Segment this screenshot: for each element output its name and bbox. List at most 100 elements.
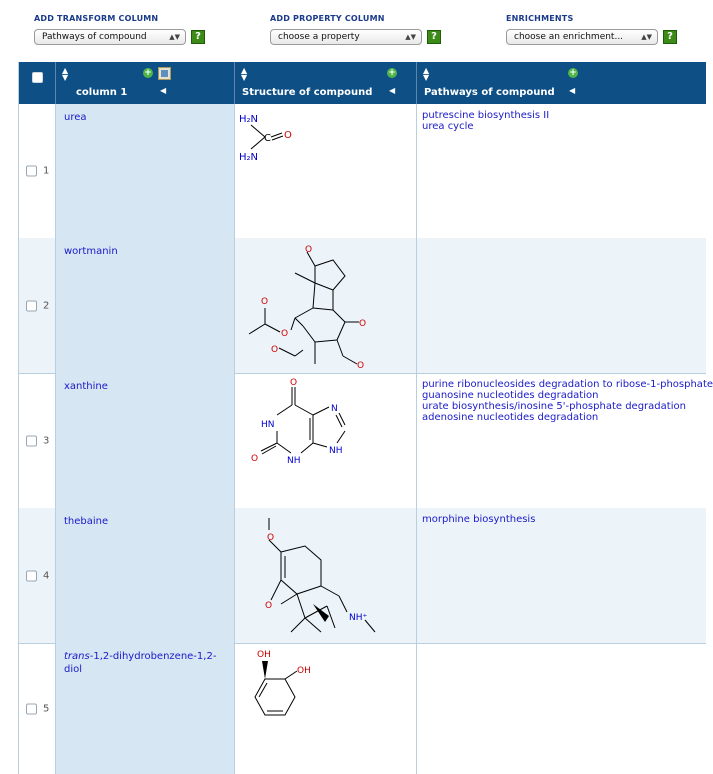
property-column-group: ADD PROPERTY COLUMN choose a property ▲▼…	[270, 14, 441, 45]
compound-name-cell: trans-1,2-dihydrobenzene-1,2-diol	[56, 643, 235, 774]
compound-link[interactable]: wortmanin	[64, 246, 118, 257]
row-checkbox[interactable]	[26, 570, 37, 581]
row-checkbox[interactable]	[26, 165, 37, 177]
results-table: ▲▼ column 1 + ◀ ▲▼ Structure of compound…	[18, 62, 713, 774]
select-all-checkbox[interactable]	[32, 72, 43, 83]
structure-cell: O O O O O O	[235, 238, 417, 373]
pathway-link[interactable]: morphine biosynthesis	[422, 514, 536, 525]
pathway-link[interactable]: putrescine biosynthesis II	[422, 110, 550, 121]
table-row: 5 trans-1,2-dihydrobenzene-1,2-diol OH O…	[19, 643, 706, 774]
collapse-left-icon[interactable]: ◀	[160, 86, 167, 95]
table-row: 4 thebaine	[19, 508, 706, 644]
atom-label: O	[357, 361, 364, 371]
table-row: 1 urea H₂N C O H₂N putrescine biosynthes…	[19, 104, 706, 239]
atom-label: O	[305, 245, 312, 255]
collapse-left-icon[interactable]: ◀	[389, 86, 396, 95]
atom-label: C	[264, 133, 271, 144]
urea-structure-image: H₂N C O H₂N	[239, 114, 292, 163]
compound-link[interactable]: xanthine	[64, 381, 108, 392]
compound-name-cell: xanthine	[56, 373, 235, 508]
row-number: 1	[43, 165, 50, 177]
compound-name-cell: wortmanin	[56, 238, 235, 373]
add-column-icon[interactable]: +	[387, 68, 397, 78]
diol-structure-image: OH OH	[254, 650, 311, 716]
atom-label: H₂N	[239, 152, 258, 163]
enrichments-group: ENRICHMENTS choose an enrichment... ▲▼ ?	[506, 14, 677, 45]
atom-label: OH	[257, 650, 271, 660]
atom-label: OH	[297, 666, 311, 676]
collapse-left-icon[interactable]: ◀	[569, 86, 576, 95]
select-arrows-icon: ▲▼	[169, 33, 180, 41]
atom-label: NH⁺	[349, 613, 368, 623]
atom-label: O	[271, 345, 278, 355]
compound-name-cell: thebaine	[56, 508, 235, 643]
pathway-link[interactable]: urea cycle	[422, 121, 474, 132]
pathways-cell	[417, 238, 706, 373]
help-icon[interactable]: ?	[663, 30, 677, 44]
compound-link[interactable]: trans-1,2-dihydrobenzene-1,2-diol	[64, 651, 216, 675]
add-column-icon[interactable]: +	[143, 68, 153, 78]
thebaine-structure-image: O O NH⁺	[265, 518, 376, 633]
atom-label: O	[265, 601, 272, 611]
compound-name-text: -1,2-dihydrobenzene-1,2-diol	[64, 651, 217, 675]
atom-label: H₂N	[239, 114, 258, 125]
structure-cell: O O NH⁺	[235, 508, 417, 643]
transform-column-value: Pathways of compound	[42, 32, 147, 42]
column-header-1[interactable]: ▲▼ column 1 + ◀	[56, 62, 235, 104]
wortmanin-structure-image: O O O O O O	[248, 245, 366, 371]
row-number: 4	[43, 570, 50, 581]
row-select-cell: 1	[19, 104, 56, 238]
sort-icon[interactable]: ▲▼	[423, 66, 430, 82]
edit-column-icon[interactable]	[158, 67, 171, 80]
row-select-cell: 2	[19, 238, 56, 373]
row-checkbox[interactable]	[26, 703, 37, 714]
select-arrows-icon: ▲▼	[405, 33, 416, 41]
column-header-pathways[interactable]: ▲▼ Pathways of compound + ◀	[417, 62, 706, 104]
row-number: 3	[43, 435, 50, 446]
pathways-cell: putrescine biosynthesis II urea cycle	[417, 104, 706, 238]
column-header-structure[interactable]: ▲▼ Structure of compound + ◀	[235, 62, 417, 104]
atom-label: O	[290, 378, 297, 388]
pathway-link[interactable]: urate biosynthesis/inosine 5'-phosphate …	[422, 401, 686, 412]
sort-icon[interactable]: ▲▼	[62, 66, 69, 82]
atom-label: O	[281, 329, 288, 339]
atom-label: HN	[261, 420, 275, 430]
pathways-cell: morphine biosynthesis	[417, 508, 706, 643]
transform-column-select[interactable]: Pathways of compound ▲▼	[34, 29, 186, 45]
row-number: 5	[43, 703, 50, 714]
xanthine-structure-image: O HN N O NH NH	[251, 378, 346, 466]
select-arrows-icon: ▲▼	[641, 33, 652, 41]
property-column-value: choose a property	[278, 32, 360, 42]
sort-icon[interactable]: ▲▼	[241, 66, 248, 82]
property-column-label: ADD PROPERTY COLUMN	[270, 14, 385, 23]
enrichments-label: ENRICHMENTS	[506, 14, 574, 23]
column-header-label: Pathways of compound	[424, 87, 555, 98]
row-select-cell: 4	[19, 508, 56, 643]
compound-link[interactable]: urea	[64, 112, 87, 123]
property-column-select[interactable]: choose a property ▲▼	[270, 29, 422, 45]
header-select-all	[19, 62, 56, 104]
atom-label: O	[251, 454, 258, 464]
structure-cell: O HN N O NH NH	[235, 373, 417, 508]
enrichment-select[interactable]: choose an enrichment... ▲▼	[506, 29, 658, 45]
atom-label: N	[331, 404, 338, 414]
enrichment-value: choose an enrichment...	[514, 32, 624, 42]
pathway-link[interactable]: guanosine nucleotides degradation	[422, 390, 599, 401]
toolbar: ADD TRANSFORM COLUMN Pathways of compoun…	[0, 0, 705, 60]
pathway-link[interactable]: adenosine nucleotides degradation	[422, 412, 599, 423]
compound-name-cell: urea	[56, 104, 235, 238]
atom-label: O	[359, 319, 366, 329]
table-row: 3 xanthine	[19, 373, 713, 509]
add-column-icon[interactable]: +	[568, 68, 578, 78]
row-select-cell: 5	[19, 643, 56, 774]
help-icon[interactable]: ?	[427, 30, 441, 44]
row-checkbox[interactable]	[26, 435, 37, 446]
compound-link[interactable]: thebaine	[64, 516, 109, 527]
help-icon[interactable]: ?	[191, 30, 205, 44]
row-checkbox[interactable]	[26, 300, 37, 311]
row-number: 2	[43, 300, 50, 311]
stereo-prefix: trans	[64, 651, 90, 662]
pathway-link[interactable]: purine ribonucleosides degradation to ri…	[422, 379, 713, 390]
pathways-cell	[417, 643, 706, 774]
atom-label: NH	[329, 446, 343, 456]
